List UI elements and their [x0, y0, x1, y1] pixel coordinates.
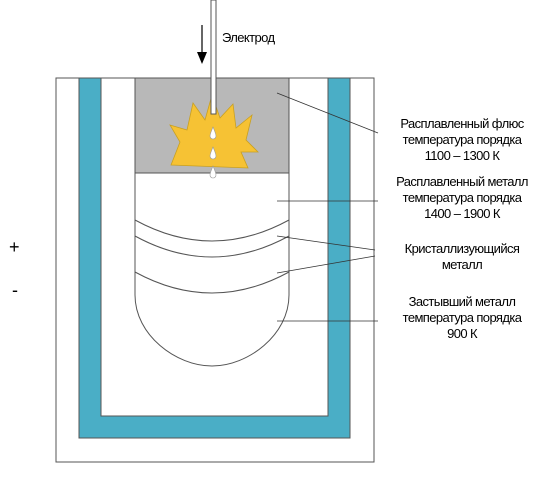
- droplet-1: [209, 126, 217, 140]
- solid-metal-label-line-2: температура порядка: [402, 310, 522, 325]
- solid-metal-label: Застывший металл температура порядка 900…: [394, 294, 530, 342]
- crystallizing-label-line-1: Кристаллизующийся: [404, 241, 520, 256]
- crystallizing-label-line-2: металл: [441, 257, 483, 272]
- flux-label-line-1: Расплавленный флюс: [400, 116, 524, 131]
- crystallization-front-2: [134, 235, 290, 258]
- leader-flux: [276, 92, 379, 134]
- molten-metal-label: Расплавленный металл температура порядка…: [394, 174, 530, 222]
- droplet-3: [209, 165, 217, 179]
- molten-metal-label-line-1: Расплавленный металл: [396, 174, 528, 189]
- electrode-label: Электрод: [222, 30, 275, 45]
- crystallization-front-3: [134, 271, 290, 294]
- crystallizing-label: Кристаллизующийся металл: [394, 241, 530, 273]
- droplet-2: [209, 146, 217, 160]
- plus-sign: +: [9, 237, 20, 257]
- molten-metal-label-line-2: температура порядка: [402, 190, 522, 205]
- ingot: [134, 172, 290, 367]
- flux-label: Расплавленный флюс температура порядка 1…: [394, 116, 530, 164]
- crystallization-front-1: [134, 219, 290, 242]
- flux-label-line-3: 1100 – 1300 К: [424, 148, 500, 163]
- feed-arrow-head: [197, 52, 207, 64]
- solid-metal-label-line-3: 900 К: [447, 326, 477, 341]
- electrode-rod: [210, 0, 217, 115]
- molten-metal-label-line-3: 1400 – 1900 К: [424, 206, 500, 221]
- flux-label-line-2: температура порядка: [402, 132, 522, 147]
- leader-crystallizing-2: [276, 255, 376, 274]
- minus-sign: -: [12, 280, 18, 300]
- leader-crystallizing-1: [276, 235, 376, 251]
- solid-metal-label-line-1: Застывший металл: [408, 294, 516, 309]
